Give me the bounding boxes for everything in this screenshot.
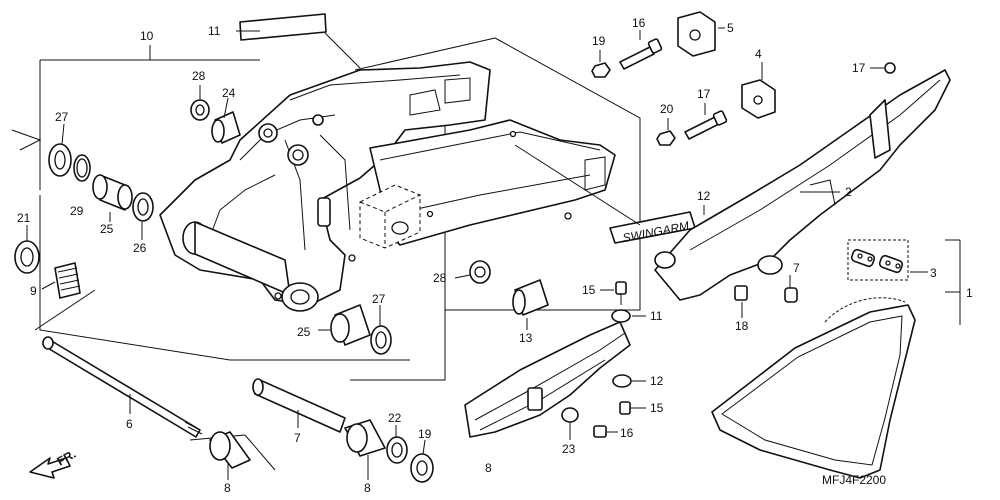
callout-8b: 8 xyxy=(364,481,371,495)
callout-7a: 7 xyxy=(294,431,301,445)
adjuster-plate-5 xyxy=(677,11,716,57)
callout-leaders xyxy=(26,27,960,480)
front-direction-arrow xyxy=(29,457,71,479)
callout-11a: 11 xyxy=(650,309,663,323)
callout-17b: 18 xyxy=(735,319,749,333)
collar-8-left xyxy=(209,431,251,469)
bolt-17-lower xyxy=(734,285,748,301)
callout-25: 25 xyxy=(297,325,311,339)
callout-15a: 15 xyxy=(582,283,596,297)
washer-11-a xyxy=(611,309,631,323)
needle-bearing-23 xyxy=(211,111,241,144)
bolt-15-b xyxy=(619,401,631,415)
lock-nut-20 xyxy=(14,240,40,274)
chain-slider xyxy=(464,321,631,438)
callout-15b: 15 xyxy=(650,401,664,415)
bearing-26 xyxy=(132,192,154,222)
collar-22 xyxy=(561,407,579,423)
callout-26: 26 xyxy=(133,241,147,255)
callout-16a: 16 xyxy=(632,16,646,30)
callout-29: 29 xyxy=(70,204,84,218)
bolt-16-lower xyxy=(684,110,728,140)
callout-2: 2 xyxy=(845,185,852,199)
bolt-15-a xyxy=(615,281,627,305)
washer-21 xyxy=(386,436,408,464)
callout-5: 5 xyxy=(727,21,734,35)
diagram-code: MFJ4F2200 xyxy=(822,473,886,487)
washer-11-b xyxy=(612,374,632,388)
chain-case xyxy=(654,69,951,301)
snap-ring-29 xyxy=(73,154,91,182)
callout-4: 4 xyxy=(755,47,762,61)
callout-8a: 8 xyxy=(224,481,231,495)
callout-10: 8 xyxy=(485,461,492,475)
callout-24: 25 xyxy=(100,222,114,236)
callout-20: 21 xyxy=(17,211,31,225)
callout-28b: 28 xyxy=(433,271,447,285)
callout-27b: 27 xyxy=(372,292,386,306)
callout-19a: 19 xyxy=(592,34,606,48)
callout-16b: 17 xyxy=(697,87,711,101)
nut-19-upper xyxy=(591,62,611,78)
callout-23: 24 xyxy=(222,86,236,100)
nut-18 xyxy=(410,453,434,483)
dust-seal-27-right xyxy=(370,325,392,355)
callout-21: 22 xyxy=(388,411,402,425)
nut-19-lower xyxy=(656,130,676,146)
pivot-collar xyxy=(252,378,346,433)
pivot-bolt xyxy=(42,336,203,438)
callout-19b: 20 xyxy=(660,102,674,116)
bushing-28-top xyxy=(190,99,210,121)
callout-6: 6 xyxy=(126,417,133,431)
callout-3: 3 xyxy=(930,266,937,280)
swingarm-body xyxy=(159,61,616,312)
callout-27a: 27 xyxy=(55,110,69,124)
callout-18: 19 xyxy=(418,427,432,441)
collar-13 xyxy=(512,279,549,316)
callout-14a: 11 xyxy=(208,24,221,38)
adjusting-bolt-9 xyxy=(54,262,81,299)
callout-28a: 28 xyxy=(192,69,206,83)
bushing-28-right xyxy=(469,260,491,284)
needle-bearing-24 xyxy=(92,174,133,211)
chain-joint xyxy=(847,239,909,281)
callout-11b: 12 xyxy=(650,374,664,388)
bolt-16-upper xyxy=(619,38,663,70)
callout-17a: 17 xyxy=(852,61,866,75)
collar-8-right xyxy=(344,419,386,457)
bolt-17-upper xyxy=(884,62,896,74)
callout-1: 1 xyxy=(966,286,973,300)
callout-12: 10 xyxy=(140,29,154,43)
drive-chain xyxy=(711,297,916,479)
bearing-25 xyxy=(330,304,371,346)
callout-labels: 11 10 28 24 27 29 25 26 21 9 6 7 8 8 22 … xyxy=(17,16,973,495)
grommet-7-right xyxy=(784,287,798,303)
callout-9: 9 xyxy=(30,284,37,298)
callout-13: 13 xyxy=(519,331,533,345)
callout-15c: 16 xyxy=(620,426,634,440)
dust-seal-27-left xyxy=(48,143,72,177)
callout-22: 23 xyxy=(562,442,576,456)
decal-strip-top xyxy=(239,13,327,41)
callout-14b: 12 xyxy=(697,189,711,203)
adjuster-plate-4 xyxy=(741,79,776,119)
callout-7b: 7 xyxy=(793,261,800,275)
bolt-15-c xyxy=(593,425,607,438)
